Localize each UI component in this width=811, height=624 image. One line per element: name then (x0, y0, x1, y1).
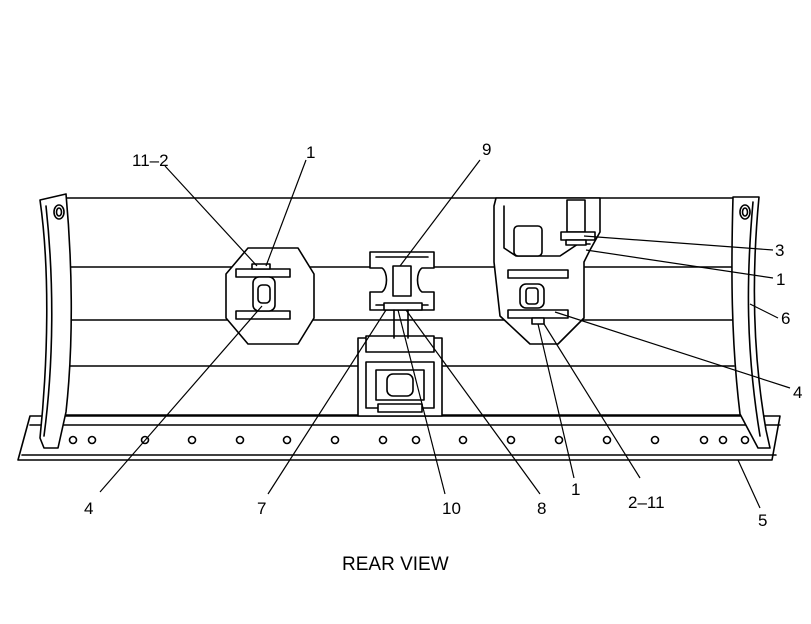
cutting-edge (17, 415, 781, 461)
view-caption: REAR VIEW (342, 554, 449, 575)
callout-labels: 11–2 1 9 3 1 6 4 4 7 10 8 1 2–11 5 (84, 140, 802, 530)
callout-7: 7 (257, 499, 266, 518)
right-end-plate (731, 196, 771, 449)
callout-1-left: 1 (306, 143, 315, 162)
callout-10: 10 (442, 499, 461, 518)
callout-8: 8 (537, 499, 546, 518)
callout-3: 3 (775, 241, 784, 260)
leader-lines (99, 159, 791, 509)
callout-4-left: 4 (84, 499, 93, 518)
callout-9: 9 (482, 140, 491, 159)
left-bracket (225, 247, 315, 345)
center-guide (369, 251, 435, 311)
callout-6: 6 (781, 309, 790, 328)
cutting-edge-bolts (50, 435, 750, 445)
callout-5: 5 (758, 511, 767, 530)
callout-1-right: 1 (776, 270, 785, 289)
callout-11-2: 11–2 (132, 151, 169, 170)
callout-4-right: 4 (793, 383, 802, 402)
left-end-plate (39, 193, 73, 449)
callout-2-11: 2–11 (628, 493, 665, 512)
callout-1-bottom: 1 (571, 480, 580, 499)
right-bracket (493, 197, 601, 345)
center-lower-box (357, 309, 443, 417)
